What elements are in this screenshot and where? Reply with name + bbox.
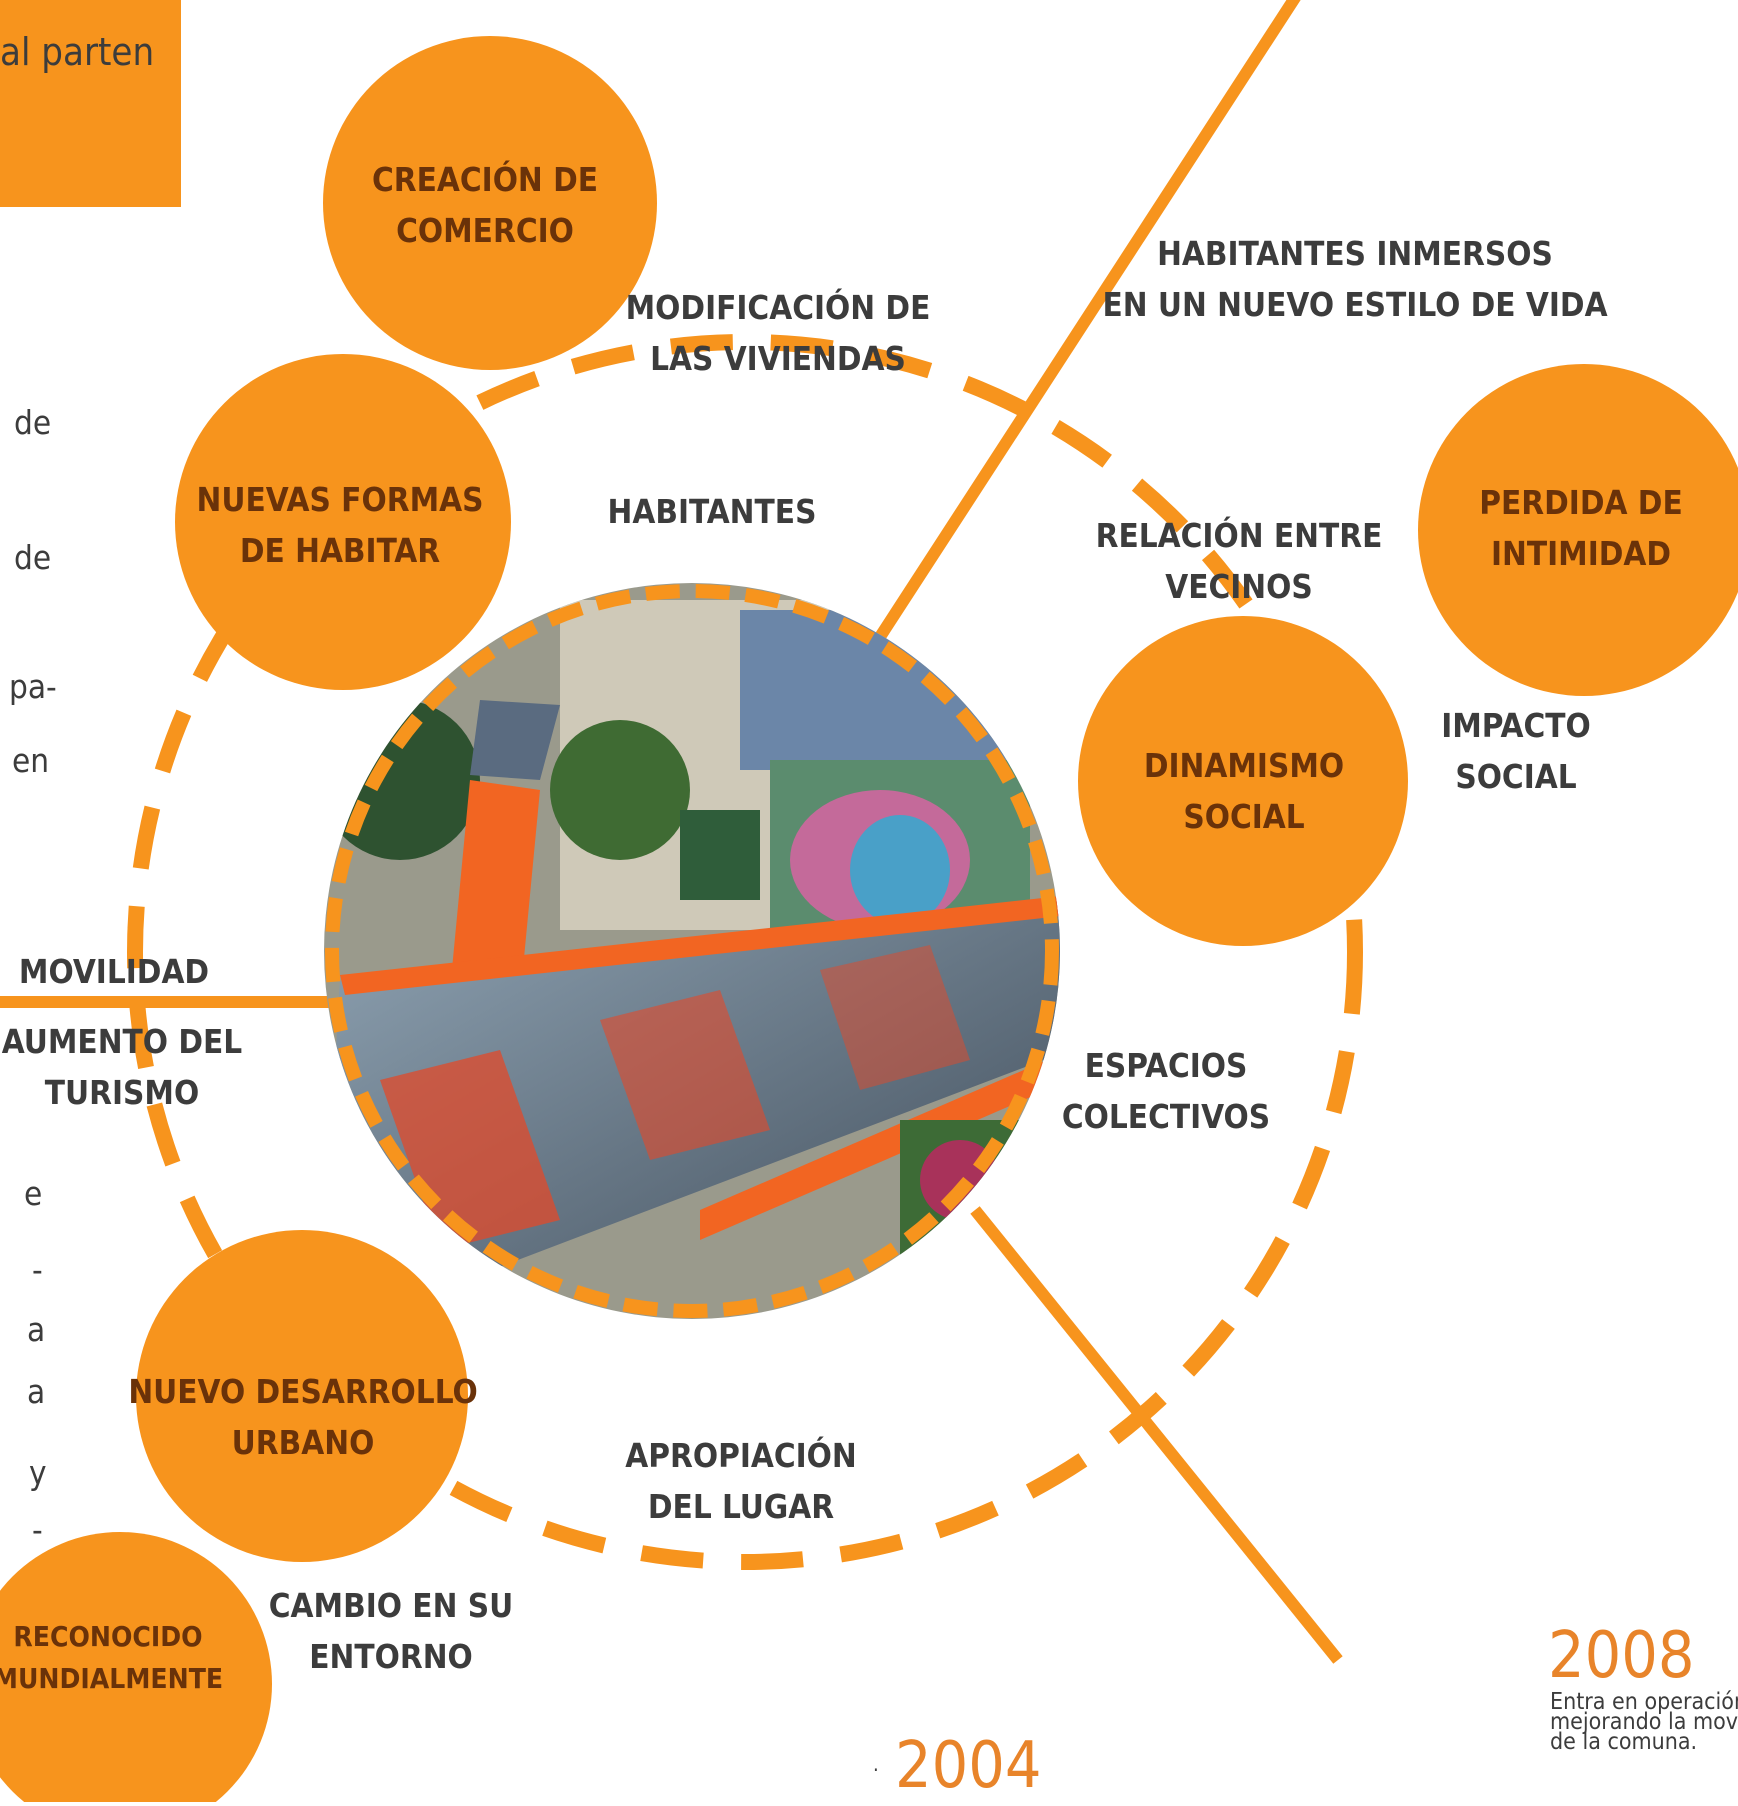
left-fragment: pa- [9,667,57,706]
line-bottom-right [970,1206,1343,1664]
left-fragment: a [27,1310,46,1349]
year-2008: 2008 [1548,1619,1695,1693]
left-fragment: - [32,1250,43,1289]
left-fragment: a [27,1372,46,1411]
year-dot: . [873,1752,879,1776]
circle-reconocido [0,1532,272,1806]
left-fragment: e [24,1174,43,1213]
line-top-right [859,0,1301,664]
circle-perdida-intimidad [1418,364,1738,696]
left-fragment: y [29,1453,47,1492]
left-fragment: en [12,741,50,780]
circle-creacion-comercio [323,36,657,370]
left-fragment: de [14,403,52,442]
intro-box [0,0,181,207]
escalator-photo [324,583,1060,1319]
left-fragment: - [32,1510,43,1549]
label-movilidad: MOVILIDAD [18,952,210,991]
year-2004: 2004 [895,1729,1042,1803]
intro-box-text: al parten [0,30,155,74]
label-habitantes: HABITANTES [607,492,817,531]
circle-nuevas-formas [175,354,511,690]
photo-border [325,584,1059,1318]
circle-dinamismo-social [1078,616,1408,946]
circle-nuevo-desarrollo [136,1230,468,1562]
dashed-ring [127,334,1363,1570]
left-fragment: de [14,538,52,577]
